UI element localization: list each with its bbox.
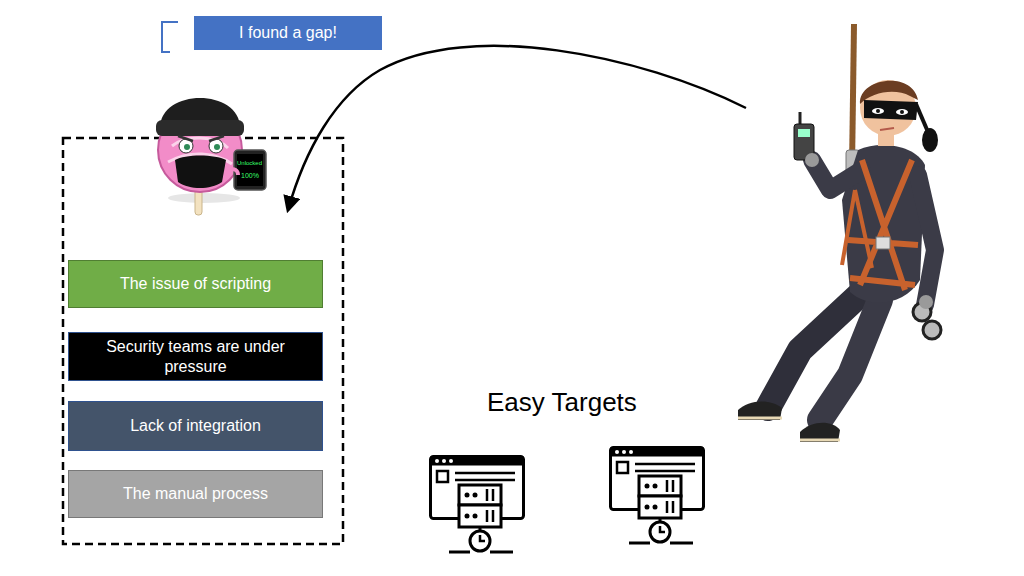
illustration-part — [900, 110, 904, 114]
illustration-part — [156, 120, 244, 136]
illustration-part — [848, 160, 918, 290]
illustration-part — [800, 439, 840, 442]
gap-bar: Security teams are under pressure — [68, 332, 323, 381]
node-text: I found a gap! — [239, 23, 337, 43]
illustration-part — [805, 153, 819, 167]
illustration-part — [880, 128, 894, 130]
illustration-part — [178, 136, 224, 141]
node-text: Security teams are under pressure — [77, 337, 314, 377]
server-icon — [611, 448, 704, 544]
phone-screen-text: Unlocked — [237, 160, 262, 167]
server-icon — [431, 457, 524, 553]
illustration-part — [175, 156, 226, 189]
illustration-part — [738, 417, 782, 420]
illustration-part — [798, 129, 810, 137]
illustration-part — [872, 108, 884, 114]
thief-figure — [738, 24, 941, 442]
illustration-part — [214, 144, 220, 150]
curved-arrow — [288, 46, 746, 210]
illustration-part — [918, 175, 935, 305]
gap-bar: The issue of scripting — [68, 260, 323, 308]
lollipop-hacker — [156, 98, 266, 215]
illustration-part — [230, 169, 238, 175]
illustration-part — [168, 193, 240, 203]
illustration-part — [820, 300, 880, 420]
illustration-part — [852, 24, 854, 168]
illustration-part — [923, 321, 941, 339]
node-text: Lack of integration — [130, 416, 261, 436]
gap-bar: The manual process — [68, 470, 323, 518]
speech-bubble: I found a gap! — [194, 16, 382, 50]
illustration-part — [876, 237, 890, 249]
dashed-frame — [63, 138, 343, 544]
illustration-part — [896, 109, 908, 115]
gap-bar: Lack of integration — [68, 401, 323, 451]
illustration-part — [184, 144, 190, 150]
illustration-part — [922, 128, 938, 152]
section-heading: Easy Targets — [487, 388, 637, 417]
speech-bracket — [162, 22, 178, 52]
illustration-part — [812, 160, 862, 190]
illustration-part — [864, 100, 918, 120]
illustration-part — [800, 423, 840, 442]
illustration-part — [842, 190, 872, 268]
illustration-part — [738, 401, 782, 420]
phone-screen-text: 100% — [241, 172, 259, 180]
illustration-part — [916, 104, 928, 132]
illustration-part — [876, 109, 880, 113]
node-text: The manual process — [123, 484, 268, 504]
illustration-part — [237, 154, 263, 186]
illustration-part — [919, 295, 933, 309]
illustration-part — [234, 150, 266, 190]
node-text: The issue of scripting — [120, 274, 271, 294]
